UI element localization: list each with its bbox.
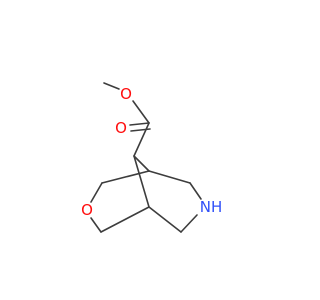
- bond-c6-c5: [148, 206, 182, 233]
- atom-carbonyl-oxygen: O: [115, 119, 127, 137]
- atom-ring-oxygen: O: [81, 201, 93, 219]
- bond-c1-c2: [101, 170, 150, 184]
- bond-methyl-o: [103, 82, 120, 90]
- bond-carbonyl-c9: [133, 122, 150, 157]
- bond-c2-o3: [90, 182, 103, 203]
- atom-ester-oxygen: O: [120, 85, 132, 103]
- molecule-diagram: O O O NH: [81, 82, 223, 233]
- bond-c1-c8: [148, 170, 191, 184]
- bond-c9-c1: [133, 155, 150, 172]
- bond-n7-c6: [180, 214, 198, 233]
- bond-o3-c4: [90, 217, 102, 233]
- bond-carbonyl-double-2: [130, 128, 151, 132]
- atom-ring-nitrogen: NH: [200, 198, 223, 216]
- bond-carbonyl-double-1: [129, 122, 150, 126]
- bond-c8-n7: [189, 182, 202, 200]
- structure-svg: O O O NH: [81, 82, 223, 233]
- bond-c9-c5: [133, 155, 150, 208]
- bond-c4-c5: [100, 206, 150, 233]
- bond-o-carbonyl-c: [132, 100, 150, 124]
